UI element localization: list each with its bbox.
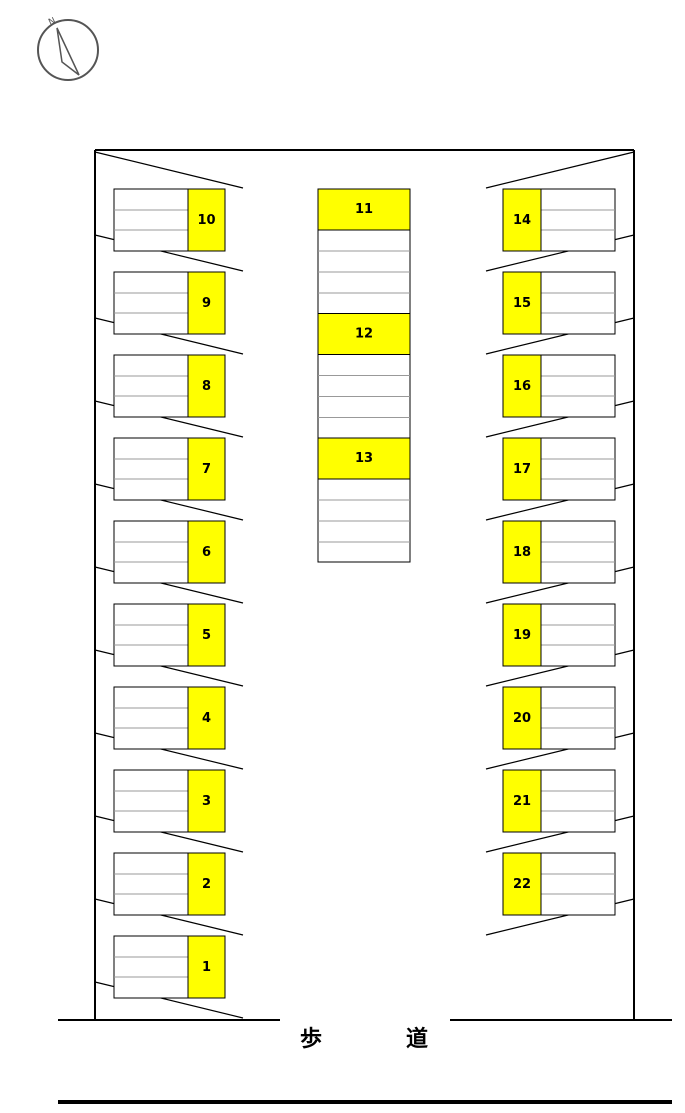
space-number-box [187,437,226,501]
parking-space-right: 16 [502,354,616,418]
space-number-box [502,520,542,584]
space-number-box [502,603,542,667]
parking-space-left: 4 [113,686,226,750]
space-number-box [502,354,542,418]
parking-space-center: 13 [317,437,411,543]
compass-north-label: N [47,16,57,28]
space-number-box [187,603,226,667]
space-number: 17 [513,462,531,477]
space-number: 10 [197,213,215,228]
parking-space-right: 21 [502,769,616,833]
parking-space-left: 1 [113,935,226,999]
space-number-box [187,520,226,584]
space-number: 5 [202,628,211,643]
space-number: 16 [513,379,531,394]
right-parking-row: 14 15 16 17 18 19 20 21 22 [502,188,616,916]
lot-boundary [94,149,635,1020]
parking-space-right: 22 [502,852,616,916]
space-number-box [502,188,542,252]
space-number-box [502,686,542,750]
parking-space-right: 20 [502,686,616,750]
space-number: 6 [202,545,211,560]
space-number: 18 [513,545,531,560]
compass-circle [37,19,99,81]
parking-space-left: 10 [113,188,226,252]
space-number-box [187,852,226,916]
sidewalk-label-char-2: 道 [406,1026,428,1052]
parking-space-left: 6 [113,520,226,584]
parking-space-right: 19 [502,603,616,667]
sidewalk-label-char-1: 歩 [300,1027,322,1052]
parking-space-right: 14 [502,188,616,252]
space-number: 4 [202,711,211,726]
space-number: 11 [355,202,373,217]
space-number: 13 [355,451,373,466]
space-number: 2 [202,877,211,892]
parking-space-right: 17 [502,437,616,501]
space-number: 22 [513,877,531,892]
space-number-box [502,271,542,335]
space-number-box [502,852,542,916]
space-number: 20 [513,711,531,726]
space-number-box [502,437,542,501]
left-parking-row: 10 9 8 7 6 5 4 3 2 1 [113,188,226,999]
left-divider-line [94,151,244,189]
parking-space-left: 8 [113,354,226,418]
space-number: 9 [202,296,211,311]
space-number: 8 [202,379,211,394]
space-number-box [187,686,226,750]
parking-space-center: 12 [317,313,411,418]
parking-space-left: 3 [113,769,226,833]
compass-needle-outline [56,27,80,76]
center-parking-column: 11 12 13 [317,188,411,563]
space-number-box [317,313,411,355]
parking-space-right: 15 [502,271,616,335]
space-number-box [187,935,226,999]
space-number: 14 [513,213,531,228]
parking-space-right: 18 [502,520,616,584]
space-number: 1 [202,960,211,975]
compass: N [37,16,99,81]
right-divider-line [485,151,635,189]
parking-space-left: 5 [113,603,226,667]
space-number-box [317,437,411,480]
parking-space-left: 7 [113,437,226,501]
space-number-box [187,354,226,418]
space-number: 12 [355,327,373,342]
space-number: 19 [513,628,531,643]
space-number-box [502,769,542,833]
parking-space-center: 11 [317,188,411,294]
space-number: 3 [202,794,211,809]
space-number-box [187,271,226,335]
parking-space-left: 9 [113,271,226,335]
space-number: 21 [513,794,531,809]
space-number: 7 [202,462,211,477]
space-number-box [187,769,226,833]
space-number-box [187,188,226,252]
sidewalk: 歩 道 [58,1019,672,1104]
parking-space-left: 2 [113,852,226,916]
space-number-box [317,188,411,231]
space-number: 15 [513,296,531,311]
